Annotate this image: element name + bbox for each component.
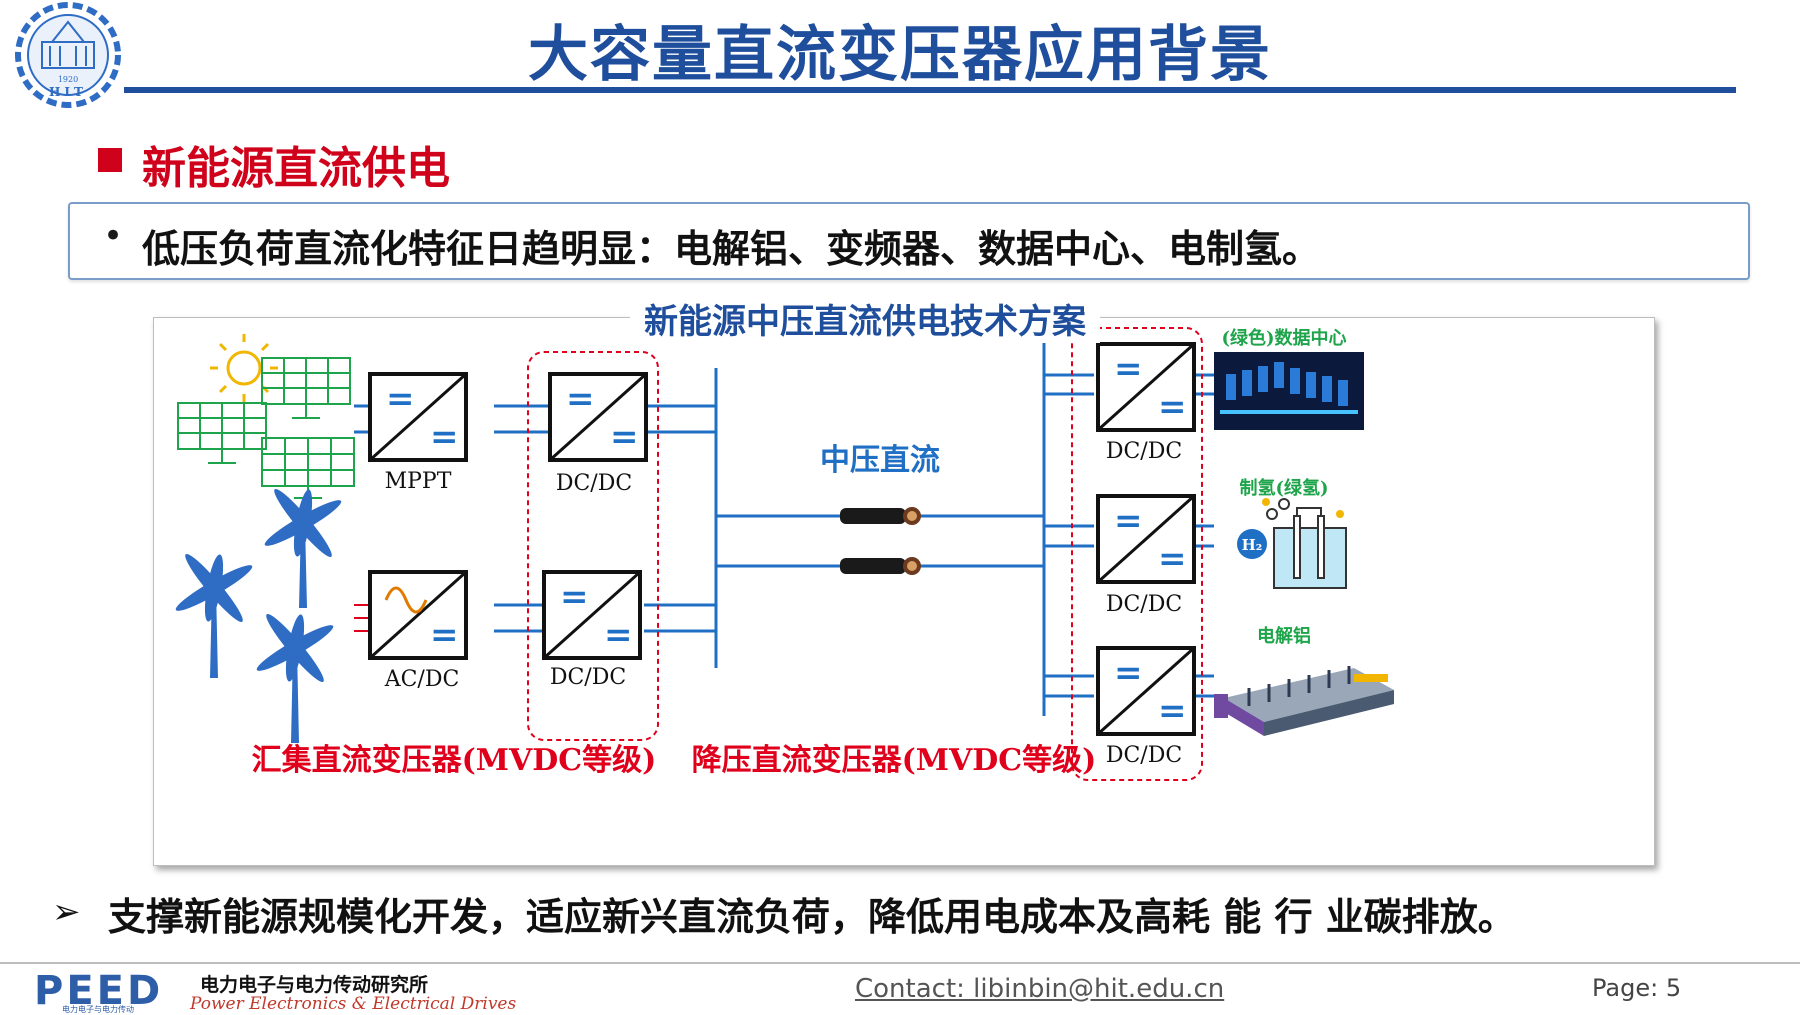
dcdc-collect-bottom-box (542, 570, 642, 660)
wind-turbine-icon (175, 553, 253, 678)
solar-panel-icon (261, 357, 351, 419)
dcdc-stepdown-2-box (1096, 494, 1196, 584)
dc-symbol: = (1158, 387, 1187, 427)
h2-symbol: H₂ (1242, 536, 1263, 554)
cable-icon (840, 557, 921, 575)
sun-icon (210, 334, 278, 402)
hydrogen-electrolyzer-icon: H₂ (1237, 498, 1347, 589)
logo-year: 1920 (58, 75, 78, 84)
dcdc-collect-top-box (548, 372, 648, 462)
mppt-label: MPPT (385, 469, 452, 494)
dcdc-label: DC/DC (1106, 592, 1182, 617)
mppt-converter-box (368, 372, 468, 462)
dc-symbol: = (386, 379, 415, 419)
hit-logo: 1920 HIT (2, 0, 134, 110)
dc-symbol: = (604, 615, 633, 655)
cable-icon (840, 507, 921, 525)
dcdc-label: DC/DC (1106, 439, 1182, 464)
highlight-text: 低压负荷直流化特征日趋明显：电解铝、变频器、数据中心、电制氢。 (142, 227, 1321, 271)
dc-symbol: = (1114, 501, 1143, 541)
dcdc-stepdown-1-box (1096, 342, 1196, 432)
section-heading: 新能源直流供电 (142, 143, 450, 194)
dc-lines (354, 340, 1214, 716)
aluminum-electrolysis-image (1214, 666, 1394, 736)
wind-turbine-icon (256, 613, 334, 743)
page-number: Page: 5 (1592, 974, 1682, 1002)
dcdc-label: DC/DC (1106, 743, 1182, 768)
wind-turbine-icon (264, 488, 342, 608)
datacenter-image (1214, 352, 1364, 430)
title-underline (124, 87, 1736, 93)
dcdc-stepdown-3-box (1096, 646, 1196, 736)
dc-symbol: = (1114, 349, 1143, 389)
bottom-statement: 支撑新能源规模化开发，适应新兴直流负荷，降低用电成本及高耗 能 行 业碳排放。 (108, 895, 1516, 939)
load-datacenter-label: (绿色)数据中心 (1221, 327, 1346, 349)
diagram-frame: = = = = = = = = = = = = = MPPT AC/DC DC/… (153, 317, 1655, 866)
diagram-title: 新能源中压直流供电技术方案 (630, 294, 1100, 343)
dc-symbol: = (1158, 691, 1187, 731)
solar-panel-icon (261, 437, 355, 499)
stepdown-transformer-label: 降压直流变压器(MVDC等级) (692, 743, 1097, 778)
section-square-bullet (98, 148, 122, 172)
ac-sine-icon (384, 586, 428, 614)
stepdown-transformer-group (1071, 327, 1203, 781)
dc-symbol: = (610, 417, 639, 457)
dc-symbol: = (430, 417, 459, 457)
logo-text: HIT (49, 85, 87, 99)
dc-symbol: = (566, 379, 595, 419)
mv-dc-label: 中压直流 (820, 443, 940, 478)
dcdc-label: DC/DC (550, 665, 626, 690)
bullet-dot: • (103, 216, 124, 256)
solar-panel-icon (177, 402, 267, 464)
peed-logo: PEED (34, 968, 164, 1014)
dc-symbol: = (430, 615, 459, 655)
dcdc-label: DC/DC (556, 471, 632, 496)
footer-divider (0, 962, 1800, 964)
contact-link[interactable]: Contact: libinbin@hit.edu.cn (855, 974, 1225, 1004)
acdc-converter-box (368, 570, 468, 660)
collect-transformer-group (527, 351, 659, 741)
load-aluminum-label: 电解铝 (1257, 625, 1311, 647)
institute-name-cn: 电力电子与电力传动研究所 (200, 974, 429, 996)
dc-symbol: = (560, 577, 589, 617)
dc-symbol: = (1158, 539, 1187, 579)
acdc-label: AC/DC (384, 667, 460, 692)
collect-transformer-label: 汇集直流变压器(MVDC等级) (252, 743, 657, 778)
page-title: 大容量直流变压器应用背景 (528, 20, 1272, 90)
arrow-bullet-icon: ➢ (52, 892, 81, 932)
peed-logo-subtitle: 电力电子与电力传动 (62, 1005, 134, 1014)
dc-symbol: = (1114, 653, 1143, 693)
highlight-box (68, 202, 1750, 280)
institute-name-en: Power Electronics & Electrical Drives (190, 994, 517, 1014)
load-hydrogen-label: 制氢(绿氢) (1239, 477, 1328, 499)
